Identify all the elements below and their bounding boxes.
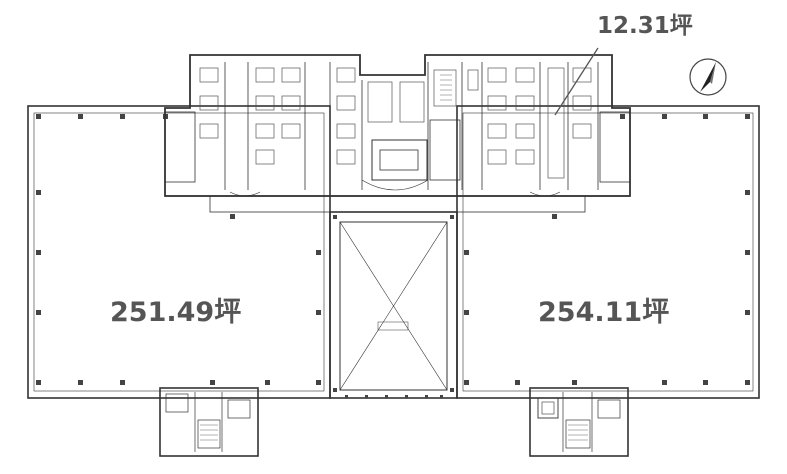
left-office-wing <box>27 105 331 399</box>
right-office-area-label: 254.11坪 <box>538 297 670 328</box>
bottom-right-core <box>529 387 629 457</box>
compass-arrow-icon <box>689 58 727 96</box>
top-core <box>164 54 631 213</box>
left-office-area-label: 251.49坪 <box>110 297 242 328</box>
right-wing-columns <box>464 114 750 385</box>
core-hatching <box>440 74 452 101</box>
core-unit-leader-line <box>554 47 599 116</box>
bottom-right-stairs <box>568 424 588 441</box>
central-void <box>329 211 458 399</box>
core-room-cells <box>199 67 592 179</box>
void-edge-posts <box>333 215 454 398</box>
bottom-left-core <box>159 387 259 457</box>
left-wing-columns <box>36 114 321 385</box>
bottom-left-stairs <box>200 424 218 441</box>
core-unit-area-label: 12.31坪 <box>597 13 693 39</box>
